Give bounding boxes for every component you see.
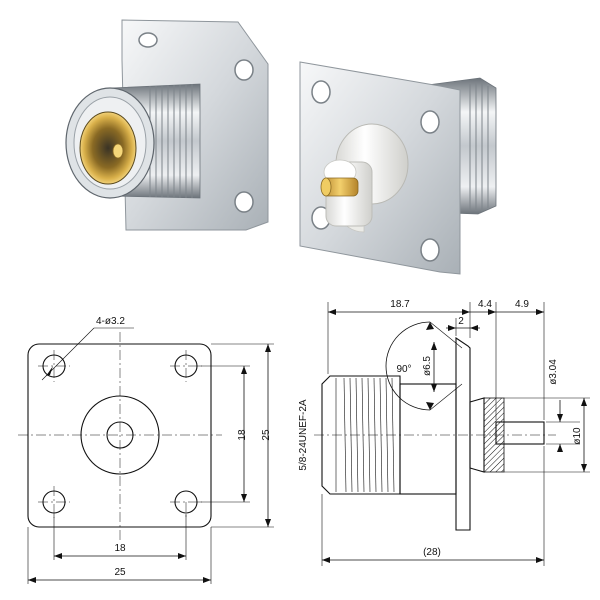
front-view-drawing: 4-ø3.2 18 25 18 25 [18,316,274,584]
dia-6-5-label: ø6.5 [422,356,433,376]
flange-thickness-label: 2 [458,316,464,327]
side-view-drawing: 18.7 4.4 4.9 2 90° ø6.5 5/8-24UNEF-2A [298,299,590,566]
front-plate-outline [27,343,212,528]
length-4-4-label: 4.4 [478,299,492,310]
length-18-7-label: 18.7 [390,299,410,310]
hole-callout: 4-ø3.2 [96,316,125,327]
width-inner-label: 18 [114,543,126,554]
thread-spec-label: 5/8-24UNEF-2A [298,399,309,470]
flange-outline [455,336,471,531]
height-outer-label: 25 [261,429,272,441]
length-4-9-label: 4.9 [515,299,529,310]
width-outer-label: 25 [114,567,126,578]
connector-photo-front [65,19,269,231]
connector-photo-rear [299,61,497,275]
dia-10-label: ø10 [572,427,583,445]
angle-label: 90° [396,364,411,375]
dia-3-04-label: ø3.04 [548,359,559,385]
total-length-label: (28) [423,547,441,558]
height-inner-label: 18 [237,429,248,441]
